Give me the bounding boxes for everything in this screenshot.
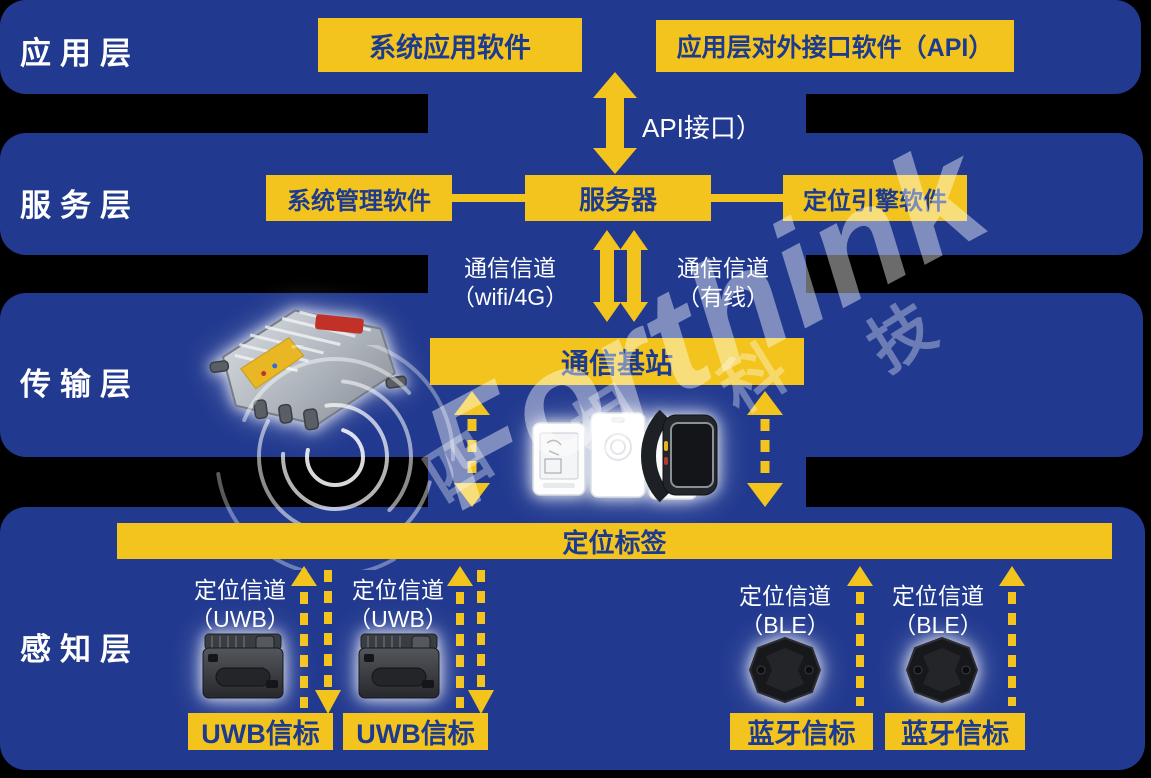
label-channel-uwb-1-line1: 定位信道 [194, 577, 286, 603]
label-channel-uwb-1-line2: （UWB） [190, 605, 290, 632]
label-channel-ble-2-line1: 定位信道 [892, 583, 984, 609]
ble-beacon-image-2 [905, 636, 979, 704]
server-station-arrow-right [620, 230, 648, 322]
station-tag-dashed-arrow-left [454, 391, 490, 507]
box-server: 服务器 [525, 175, 711, 221]
uwb-beacon-image-1 [202, 633, 284, 699]
uwb1-up-arrow [291, 566, 317, 708]
label-channel-uwb-2-line1: 定位信道 [352, 577, 444, 603]
box-uwb-beacon-2: UWB信标 [343, 713, 488, 750]
label-channel-uwb-1: 定位信道 （UWB） [180, 576, 300, 634]
label-sensing-layer: 感知层 [20, 632, 140, 667]
label-channel-ble-2-line2: （BLE） [893, 611, 983, 638]
box-api-interface-software: 应用层对外接口软件（API） [656, 20, 1014, 72]
link-mgmt-server [452, 194, 526, 202]
station-tag-dashed-arrow-right [747, 391, 783, 507]
box-positioning-engine: 定位引擎软件 [783, 175, 967, 221]
label-channel-wifi-line2: （wifi/4G） [451, 283, 569, 310]
uwb1-down-arrow [315, 570, 341, 714]
box-ble-beacon-1: 蓝牙信标 [730, 713, 873, 750]
uwb2-down-arrow [468, 570, 494, 714]
label-channel-ble-1: 定位信道 （BLE） [725, 582, 845, 640]
ble-beacon-image-1 [748, 636, 822, 704]
label-channel-ble-2: 定位信道 （BLE） [878, 582, 998, 640]
label-application-layer: 应用层 [20, 36, 140, 71]
uwb2-up-arrow [447, 566, 473, 708]
uwb-beacon-image-2 [358, 633, 440, 699]
ble1-up-arrow [847, 566, 873, 706]
label-channel-ble-1-line1: 定位信道 [739, 583, 831, 609]
label-service-layer: 服务层 [20, 188, 140, 223]
label-channel-uwb-2-line2: （UWB） [348, 605, 448, 632]
connector-service-transport [428, 250, 806, 298]
ble2-up-arrow [999, 566, 1025, 706]
label-channel-ble-1-line2: （BLE） [740, 611, 830, 638]
server-station-arrow-left [593, 230, 621, 322]
label-api-link: API接口） [642, 113, 762, 143]
bar-comm-base-station: 通信基站 [430, 338, 804, 385]
label-transport-layer: 传输层 [20, 367, 140, 402]
box-uwb-beacon-1: UWB信标 [188, 713, 333, 750]
label-channel-wired-line2: （有线） [677, 283, 769, 310]
bar-positioning-tag: 定位标签 [117, 523, 1112, 559]
box-system-app-software: 系统应用软件 [318, 18, 582, 72]
label-channel-wired-line1: 通信信道 [677, 255, 769, 281]
tag-devices-image [532, 409, 718, 503]
box-system-mgmt-software: 系统管理软件 [266, 175, 452, 221]
api-double-arrow [593, 72, 637, 174]
box-ble-beacon-2: 蓝牙信标 [885, 713, 1025, 750]
label-channel-wired: 通信信道 （有线） [663, 254, 783, 312]
label-channel-uwb-2: 定位信道 （UWB） [338, 576, 458, 634]
label-channel-wifi: 通信信道 （wifi/4G） [450, 254, 570, 312]
label-channel-wifi-line1: 通信信道 [464, 255, 556, 281]
link-server-engine [710, 194, 784, 202]
base-station-image [209, 309, 408, 431]
